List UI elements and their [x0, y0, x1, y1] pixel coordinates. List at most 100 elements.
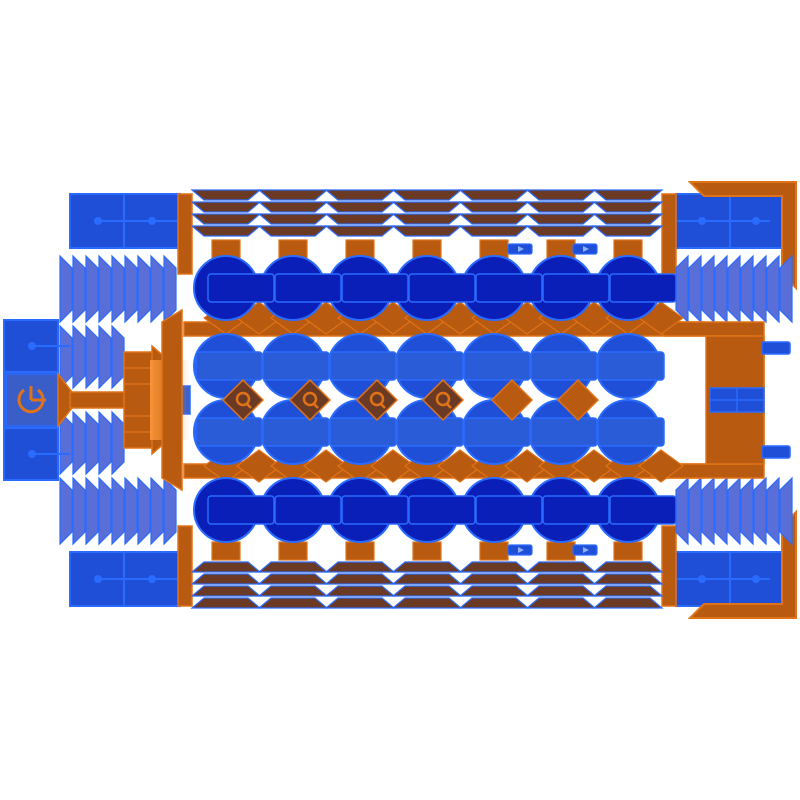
- armor-plate-bottom: [525, 597, 597, 609]
- thruster-fin: [163, 476, 177, 546]
- armor-plate-top: [391, 201, 463, 213]
- thruster-fin: [111, 410, 125, 476]
- cargo-container[interactable]: [329, 351, 397, 381]
- armor-plate-bottom: [592, 573, 664, 585]
- cargo-row[interactable]: [207, 273, 677, 303]
- gear-node[interactable]: [221, 378, 265, 422]
- armor-plate-top: [525, 213, 597, 225]
- armor-plate-top: [324, 213, 396, 225]
- armor-plate-bottom: [190, 573, 262, 585]
- cargo-container[interactable]: [530, 417, 598, 447]
- turret-mount-bottom: [613, 541, 643, 561]
- cargo-container[interactable]: [262, 417, 330, 447]
- play-icon[interactable]: [572, 544, 598, 556]
- cargo-container[interactable]: [408, 495, 476, 525]
- cargo-container[interactable]: [262, 351, 330, 381]
- play-icon[interactable]: [507, 243, 533, 255]
- cargo-container[interactable]: [195, 351, 263, 381]
- thruster-fin: [688, 476, 702, 546]
- cargo-container[interactable]: [207, 495, 275, 525]
- cargo-container[interactable]: [274, 495, 342, 525]
- control-panel-right[interactable]: [709, 341, 791, 459]
- power-icon[interactable]: [17, 386, 46, 414]
- armor-plate-bottom: [525, 585, 597, 597]
- cargo-container[interactable]: [609, 273, 677, 303]
- thruster-fin: [675, 476, 689, 546]
- armor-plate-bottom: [525, 573, 597, 585]
- gear-icon[interactable]: [355, 378, 399, 422]
- gear-node[interactable]: [288, 378, 332, 422]
- cargo-container[interactable]: [475, 273, 543, 303]
- corner-block-top-right[interactable]: [661, 181, 797, 291]
- armor-plate-top: [190, 213, 262, 225]
- thruster-fin: [59, 254, 73, 324]
- armor-plate-top: [525, 189, 597, 201]
- armor-plate-bottom: [324, 573, 396, 585]
- play-glyph: [583, 547, 589, 553]
- cargo-container[interactable]: [396, 417, 464, 447]
- thruster-fin: [701, 476, 715, 546]
- link-node: [637, 449, 685, 483]
- armor-plate-bottom: [592, 597, 664, 609]
- thruster-fin: [59, 324, 73, 390]
- armor-plate-top: [592, 225, 664, 237]
- cargo-container[interactable]: [341, 495, 409, 525]
- gear-ring: [369, 391, 385, 407]
- cargo-container[interactable]: [195, 417, 263, 447]
- cargo-container[interactable]: [609, 495, 677, 525]
- gear-icon[interactable]: [221, 378, 265, 422]
- play-icon[interactable]: [507, 544, 533, 556]
- gear-tooth: [245, 402, 252, 409]
- cargo-container[interactable]: [475, 495, 543, 525]
- cargo-row[interactable]: [195, 417, 665, 447]
- thruster-fin: [98, 476, 112, 546]
- thruster-fin: [150, 254, 164, 324]
- corner-block-top-left[interactable]: [69, 193, 193, 275]
- turret-mount-bottom: [412, 541, 442, 561]
- cargo-container[interactable]: [542, 495, 610, 525]
- armor-plate-bottom: [391, 561, 463, 573]
- gear-icon[interactable]: [288, 378, 332, 422]
- cargo-container[interactable]: [408, 273, 476, 303]
- turret-mount-bottom: [211, 541, 241, 561]
- gear-node[interactable]: [355, 378, 399, 422]
- armor-plate-top: [592, 201, 664, 213]
- cargo-container[interactable]: [329, 417, 397, 447]
- armor-plate-top: [458, 225, 530, 237]
- thruster-fin: [85, 476, 99, 546]
- cargo-row[interactable]: [207, 495, 677, 525]
- thruster-fin: [72, 410, 86, 476]
- corner-block-bottom-left[interactable]: [69, 525, 193, 607]
- cargo-container[interactable]: [542, 273, 610, 303]
- link-node: [503, 449, 551, 483]
- cargo-container[interactable]: [597, 417, 665, 447]
- cargo-container[interactable]: [274, 273, 342, 303]
- link-node: [556, 378, 600, 422]
- thruster-fin: [753, 476, 767, 546]
- thruster-fin: [714, 254, 728, 324]
- thruster-fin: [85, 324, 99, 390]
- cargo-container[interactable]: [207, 273, 275, 303]
- cargo-container[interactable]: [530, 351, 598, 381]
- gear-node[interactable]: [421, 378, 465, 422]
- thruster-fin: [59, 476, 73, 546]
- cargo-container[interactable]: [463, 351, 531, 381]
- thruster-fin: [98, 410, 112, 476]
- gear-tooth: [312, 402, 319, 409]
- armor-plate-top: [592, 213, 664, 225]
- play-glyph: [518, 246, 524, 252]
- thruster-fin: [688, 254, 702, 324]
- cockpit-connector: [57, 308, 191, 492]
- play-icon[interactable]: [572, 243, 598, 255]
- armor-plate-bottom: [458, 573, 530, 585]
- gear-icon[interactable]: [421, 378, 465, 422]
- cargo-container[interactable]: [396, 351, 464, 381]
- cargo-container[interactable]: [597, 351, 665, 381]
- link-node: [369, 449, 417, 483]
- thruster-fin: [727, 254, 741, 324]
- cargo-container[interactable]: [341, 273, 409, 303]
- thruster-fin: [111, 476, 125, 546]
- cargo-row[interactable]: [195, 351, 665, 381]
- cargo-container[interactable]: [463, 417, 531, 447]
